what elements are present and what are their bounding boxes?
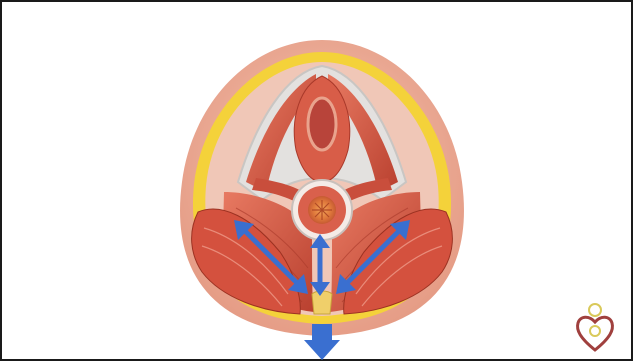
vaginal-opening [308,98,336,150]
pelvic-floor-illustration [162,32,482,363]
coccyx [312,291,332,314]
heart-logo-icon [574,302,616,354]
